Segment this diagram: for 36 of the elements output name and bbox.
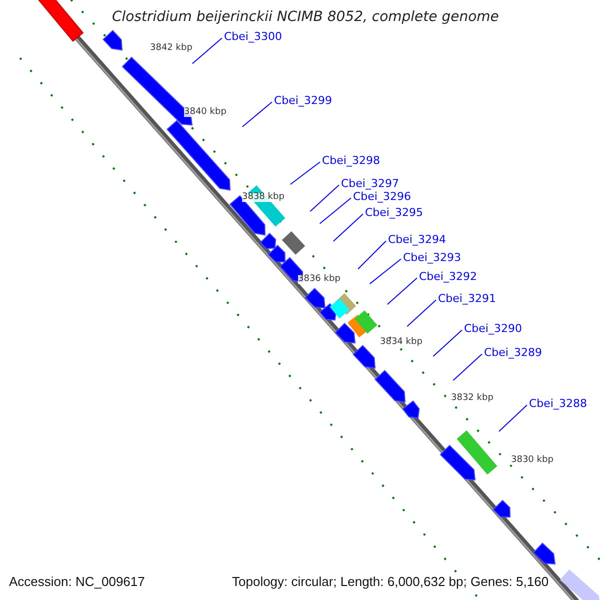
gene-label: Cbei_3296 [353, 191, 411, 202]
gene-label: Cbei_3300 [224, 31, 282, 42]
gene-label: Cbei_3292 [419, 271, 477, 282]
gene-label: Cbei_3290 [464, 323, 522, 334]
tick-label: 3834 kbp [380, 338, 422, 347]
gene-label: Cbei_3288 [529, 398, 587, 409]
leader-line [358, 240, 386, 270]
tick-label: 3838 kbp [242, 193, 284, 202]
leader-line [192, 38, 222, 64]
gene-label: Cbei_3299 [274, 95, 332, 106]
leader-line [369, 258, 402, 284]
gene-label: Cbei_3291 [438, 293, 496, 304]
leader-line [432, 330, 462, 357]
leader-line [386, 278, 418, 305]
leader-line [332, 214, 364, 242]
gene-label: Cbei_3297 [341, 178, 399, 189]
tick-label: 3836 kbp [298, 275, 340, 284]
leader-line [242, 102, 272, 128]
accession-text: Accession: NC_009617 [9, 575, 145, 588]
leader-line [310, 184, 340, 212]
tick-label: 3840 kbp [184, 108, 226, 117]
tick-label: 3830 kbp [511, 456, 554, 465]
tick-label: 3842 kbp [150, 44, 192, 53]
gene-label: Cbei_3293 [403, 252, 461, 263]
leader-line [452, 354, 482, 381]
genome-summary-text: Topology: circular; Length: 6,000,632 bp; Genes: 5,160 [232, 575, 549, 588]
gene-label: Cbei_3298 [322, 155, 380, 166]
leader-line [319, 198, 352, 224]
leader-line [406, 300, 436, 327]
map-title: Clostridium beijerinckii NCIMB 8052, complete genome [112, 10, 499, 24]
leader-line [290, 162, 320, 185]
gene-label: Cbei_3295 [365, 207, 423, 218]
gene-label: Cbei_3294 [388, 234, 446, 245]
gene-label: Cbei_3289 [484, 347, 542, 358]
leader-line [498, 404, 528, 432]
tick-label: 3832 kbp [451, 394, 494, 403]
